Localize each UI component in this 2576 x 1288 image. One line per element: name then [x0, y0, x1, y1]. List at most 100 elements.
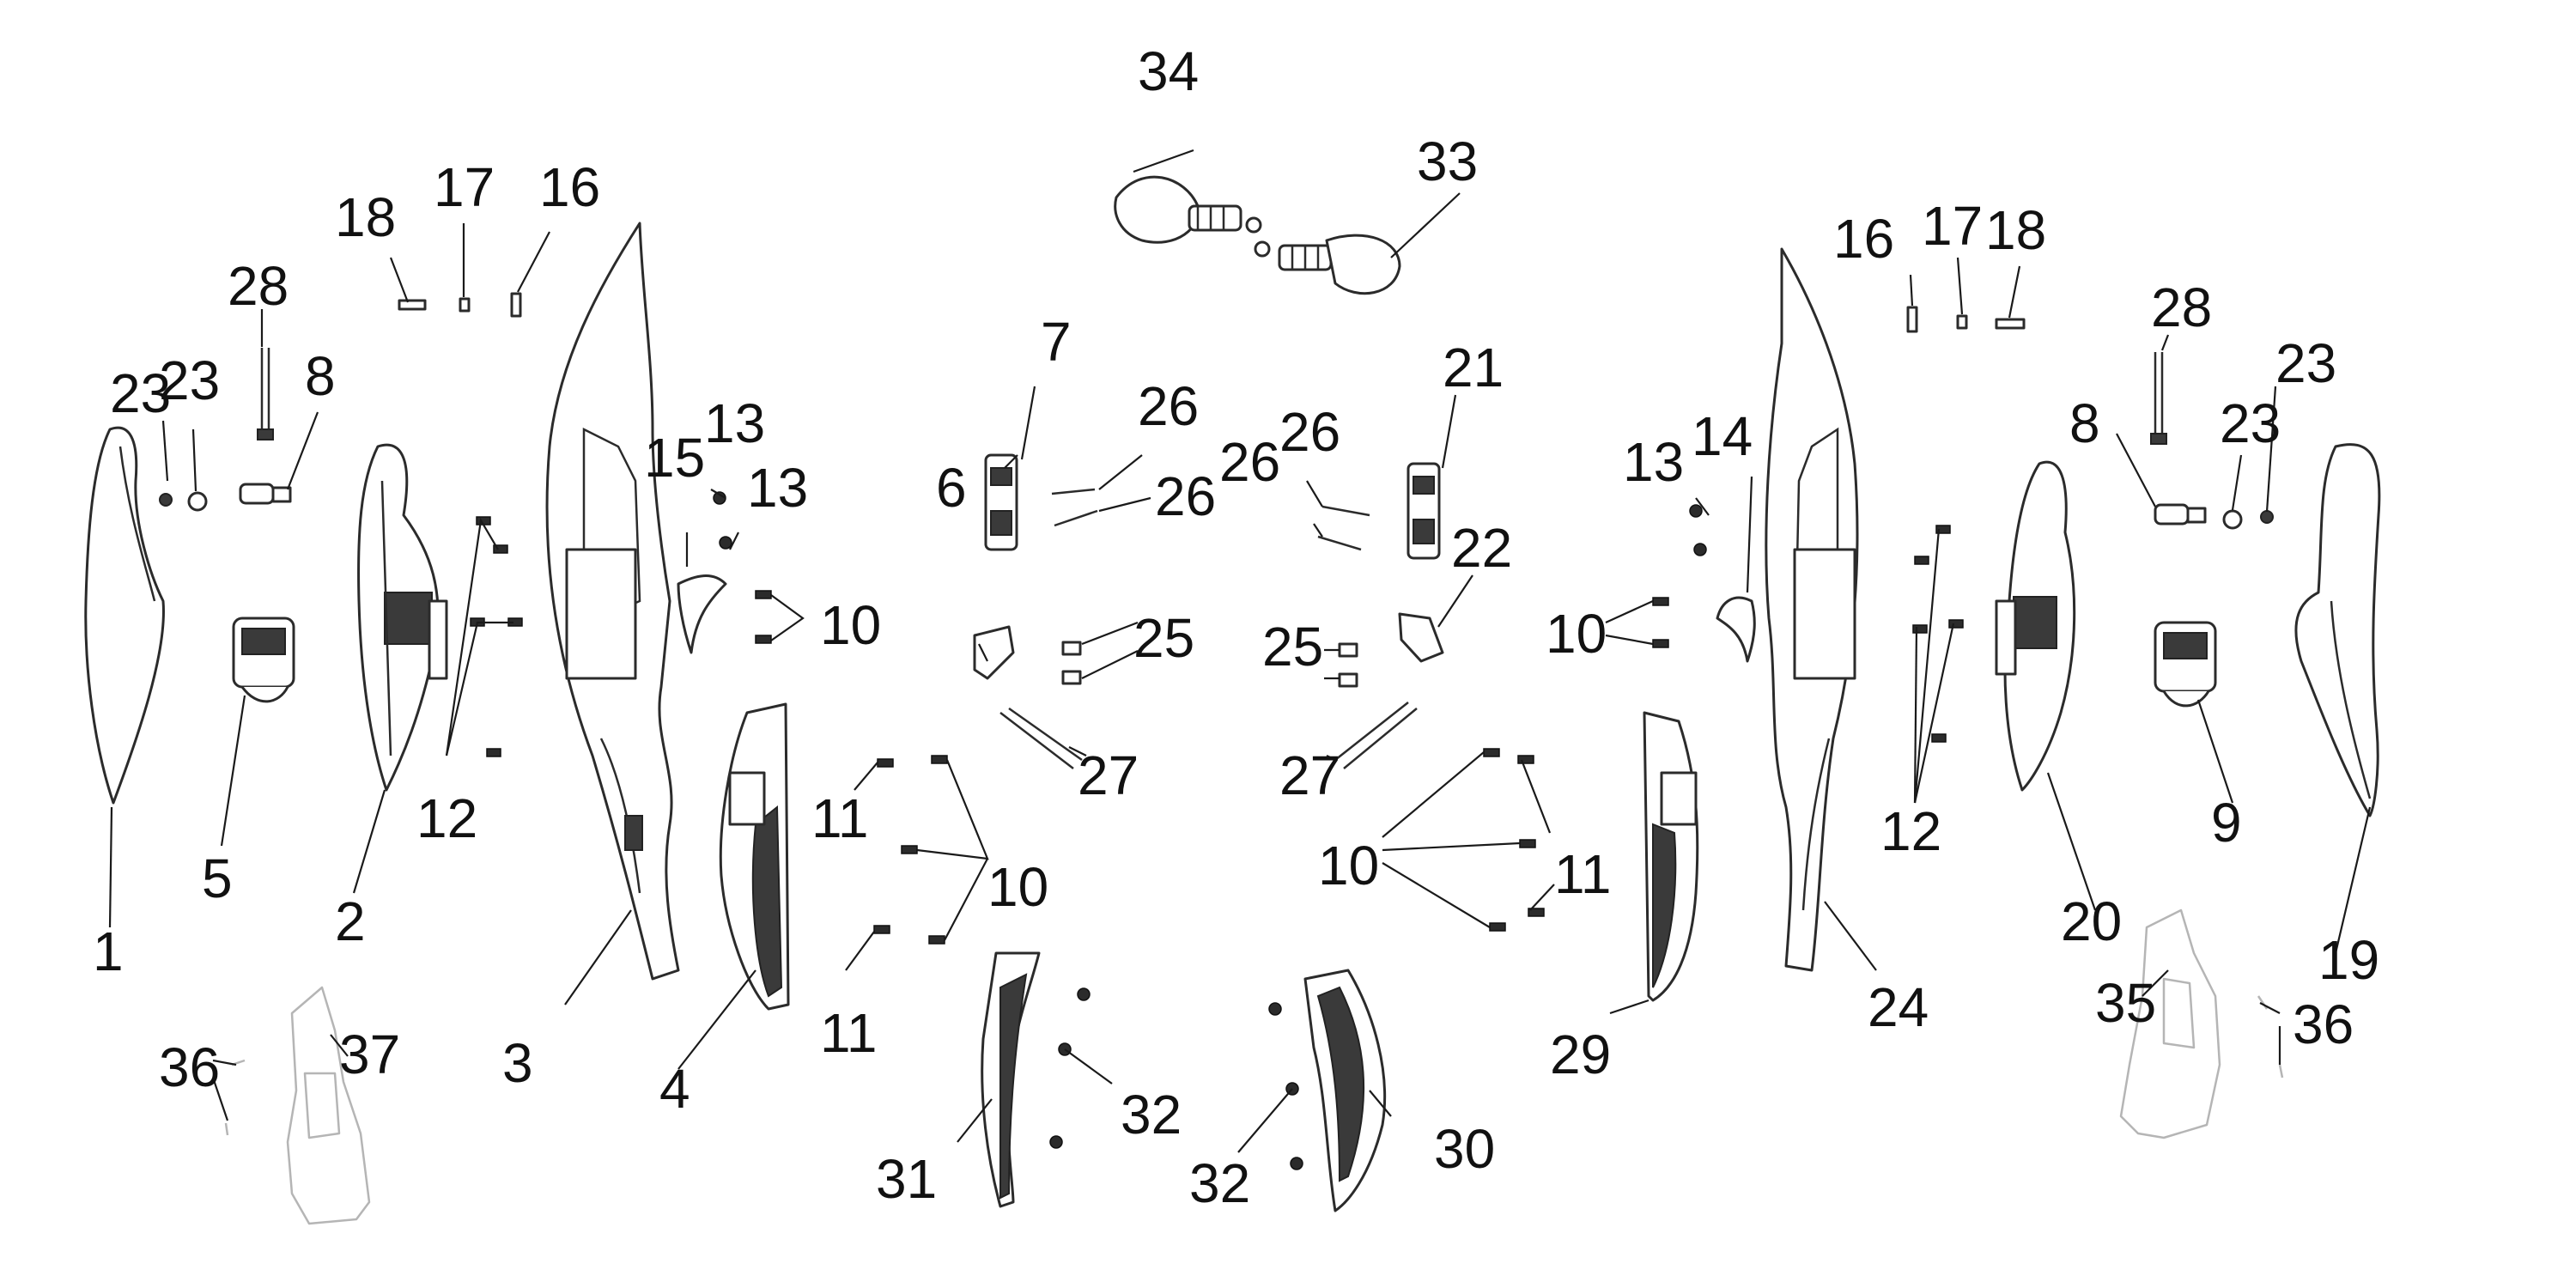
callout-32: 32 [1189, 1152, 1250, 1214]
callout-13: 13 [747, 457, 808, 519]
callout-10: 10 [820, 594, 881, 656]
callout-9: 9 [2211, 792, 2242, 854]
part-37-inner-panel [224, 986, 371, 1225]
part-6-bracket-left [973, 625, 1015, 680]
callout-34: 34 [1138, 40, 1199, 102]
callout-19: 19 [2318, 929, 2379, 991]
part-31-lower-trim-left [981, 951, 1041, 1208]
part-19-side-cover-right [2294, 443, 2381, 817]
callout-23: 23 [159, 349, 220, 411]
bolts-26 [1051, 488, 1370, 551]
part-30-lower-trim-right [1303, 969, 1387, 1212]
part-24-front-fairing-right [1765, 247, 1859, 972]
parts-16-18-pins-right [1906, 306, 2026, 333]
callout-29: 29 [1550, 1024, 1611, 1085]
callout-8: 8 [305, 345, 336, 407]
callout-21: 21 [1443, 337, 1504, 398]
part-5-switch-housing [232, 617, 295, 703]
callout-10: 10 [1546, 603, 1607, 665]
callout-28: 28 [228, 255, 289, 317]
callout-12: 12 [1880, 800, 1941, 862]
part-21-clamp-right [1406, 462, 1441, 560]
part-4-lower-cover-left [719, 702, 790, 1011]
callout-8: 8 [2069, 392, 2100, 454]
callout-6: 6 [936, 457, 967, 519]
screws-10-right [1483, 597, 1669, 932]
callout-25: 25 [1262, 616, 1323, 677]
screws-12-right [1912, 525, 1964, 743]
callout-4: 4 [659, 1058, 690, 1120]
part-15-bracket [677, 574, 727, 654]
callout-26: 26 [1279, 401, 1340, 463]
screws-10-left [755, 590, 772, 644]
callout-13: 13 [1623, 431, 1684, 493]
part-8-bulb-socket-right [2154, 503, 2274, 530]
part-34-turn-signal-left [1114, 175, 1262, 244]
parts-16-18-pins [398, 292, 522, 318]
callout-18: 18 [335, 186, 396, 248]
callout-16: 16 [1833, 208, 1894, 270]
callout-31: 31 [876, 1148, 937, 1210]
callout-23: 23 [110, 362, 171, 424]
nuts-25 [1061, 641, 1358, 688]
callout-1: 1 [93, 920, 124, 982]
callout-14: 14 [1692, 405, 1753, 467]
screw-13 [719, 536, 732, 550]
callout-labels: 1 2 3 4 5 6 7 8 8 9 10 10 10 10 11 11 11… [93, 40, 2379, 1214]
callout-10: 10 [1318, 835, 1379, 896]
callout-7: 7 [1041, 311, 1072, 373]
part-22-bracket-right [1398, 612, 1444, 663]
callout-23: 23 [2220, 392, 2281, 454]
callout-17: 17 [1922, 195, 1983, 257]
callout-35: 35 [2095, 972, 2156, 1034]
screw-13 [1689, 504, 1703, 518]
part-28-wire-right [2150, 352, 2167, 445]
callout-26: 26 [1155, 465, 1216, 527]
callout-37: 37 [339, 1024, 400, 1085]
screw-13 [1693, 543, 1707, 556]
part-3-front-fairing-left [545, 222, 680, 981]
callout-13: 13 [704, 392, 765, 454]
callout-11: 11 [811, 787, 868, 849]
callout-16: 16 [539, 156, 600, 218]
callout-25: 25 [1133, 607, 1194, 669]
callout-20: 20 [2061, 890, 2122, 952]
callout-26: 26 [1219, 431, 1280, 493]
part-8-bulb-socket [159, 483, 292, 512]
callout-12: 12 [416, 787, 477, 849]
part-20-switch-bracket-right [1995, 460, 2076, 792]
part-29-lower-cover-right [1643, 711, 1699, 1002]
part-33-turn-signal-right [1254, 234, 1401, 295]
callout-33: 33 [1417, 131, 1478, 192]
part-2-switch-bracket [357, 443, 448, 792]
part-7-clamp-left [984, 453, 1018, 551]
callout-22: 22 [1451, 517, 1512, 579]
callout-30: 30 [1434, 1118, 1495, 1180]
callout-2: 2 [335, 890, 366, 952]
callout-32: 32 [1121, 1084, 1182, 1145]
callout-24: 24 [1868, 976, 1929, 1038]
callout-28: 28 [2151, 276, 2212, 338]
part-35-inner-panel-right [2119, 908, 2284, 1139]
callout-27: 27 [1279, 744, 1340, 806]
leader-lines [108, 149, 2372, 1153]
callout-18: 18 [1985, 199, 2046, 261]
callout-23: 23 [2275, 332, 2336, 394]
callout-10: 10 [987, 856, 1048, 918]
callout-36: 36 [159, 1036, 220, 1098]
callout-11: 11 [1554, 843, 1611, 905]
part-9-switch-housing-right [2154, 621, 2217, 708]
callout-36: 36 [2293, 993, 2354, 1055]
screws-11-10-mid-left [873, 755, 948, 945]
part-28-wire [257, 348, 274, 440]
callout-11: 11 [820, 1002, 877, 1064]
callout-3: 3 [502, 1032, 533, 1094]
part-14-bracket-right [1716, 596, 1756, 663]
screws-12 [470, 516, 523, 757]
part-1-side-cover [84, 426, 165, 805]
callout-15: 15 [644, 427, 705, 489]
callout-5: 5 [202, 848, 233, 909]
callout-27: 27 [1078, 744, 1139, 806]
rods-27 [999, 702, 1418, 769]
